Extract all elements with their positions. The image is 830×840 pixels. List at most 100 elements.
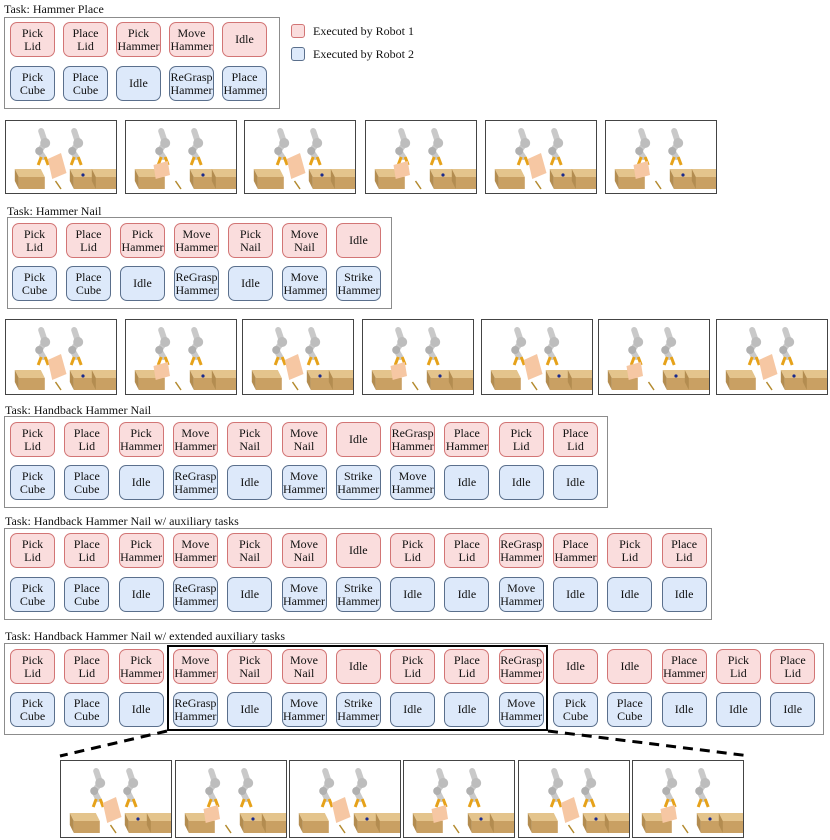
robot1-task-cell: Move Nail [281, 422, 327, 457]
robot2-task-cell: Strike Hammer [335, 692, 381, 727]
robot1-task-cell: Move Nail [281, 533, 327, 568]
robot1-task-cell: Idle [553, 649, 598, 684]
robot1-task-cell: Move Hammer [174, 223, 219, 258]
robot-scene-image [289, 760, 401, 838]
robot1-task-cell: Place Lid [64, 422, 110, 457]
robot1-task-cell: Place Hammer [444, 422, 490, 457]
robot2-task-cell: Place Cube [63, 66, 108, 101]
robot-scene-image [125, 319, 237, 395]
robot2-task-cell: Pick Cube [553, 692, 598, 727]
robot2-task-cell: Place Cube [607, 692, 653, 727]
robot1-task-cell: Pick Lid [10, 22, 55, 57]
robot1-task-cell: Pick Lid [10, 649, 55, 684]
section-title-handback: Task: Handback Hammer Nail [5, 403, 152, 417]
robot2-task-cell: Place Hammer [222, 66, 267, 101]
robot1-task-cell: ReGrasp Hammer [498, 533, 544, 568]
robot1-task-cell: Place Lid [553, 422, 598, 457]
robot2-task-cell: Place Cube [64, 692, 110, 727]
robot1-task-cell: Idle [335, 533, 381, 568]
legend-label-robot1: Executed by Robot 1 [313, 24, 414, 38]
robot1-task-cell: Pick Nail [227, 533, 273, 568]
robot1-task-cell: Pick Hammer [116, 22, 161, 57]
robot2-task-cell: Place Cube [64, 577, 110, 612]
robot-scene-image [481, 319, 593, 395]
legend-label-robot2: Executed by Robot 2 [313, 47, 414, 61]
robot2-task-cell: Idle [444, 465, 490, 500]
robot-scene-image [175, 760, 287, 838]
robot-scene-image [598, 319, 710, 395]
robot1-task-cell: Place Lid [444, 649, 490, 684]
robot-scene-image [125, 120, 237, 194]
robot1-task-cell: Pick Nail [227, 422, 273, 457]
robot1-task-cell: Pick Lid [715, 649, 761, 684]
robot2-task-cell: Move Hammer [390, 465, 436, 500]
robot1-task-cell: Pick Lid [498, 422, 544, 457]
robot1-task-cell: Place Lid [444, 533, 490, 568]
robot-scene-image [632, 760, 744, 838]
robot1-task-cell: Idle [335, 649, 381, 684]
robot1-task-cell: Pick Lid [390, 533, 436, 568]
robot2-task-cell: Pick Cube [10, 577, 55, 612]
section-title-hammer-nail: Task: Hammer Nail [7, 204, 102, 218]
robot2-task-cell: Idle [118, 465, 164, 500]
robot1-task-cell: Place Hammer [553, 533, 598, 568]
robot2-task-cell: Move Hammer [281, 577, 327, 612]
robot1-task-cell: Move Hammer [172, 533, 218, 568]
robot1-task-cell: Pick Lid [12, 223, 57, 258]
robot2-task-cell: Idle [227, 692, 273, 727]
robot2-task-cell: Idle [118, 577, 164, 612]
robot-scene-image [5, 120, 117, 194]
robot1-task-cell: Idle [222, 22, 267, 57]
robot1-task-cell: Pick Lid [10, 533, 55, 568]
section-title-handback-ext: Task: Handback Hammer Nail w/ extended a… [5, 629, 286, 643]
robot2-task-cell: Idle [770, 692, 816, 727]
robot-scene-image [60, 760, 172, 838]
robot2-task-cell: Idle [227, 577, 273, 612]
robot1-task-cell: Place Hammer [661, 649, 707, 684]
robot1-task-cell: Move Hammer [169, 22, 214, 57]
robot2-task-cell: Pick Cube [12, 266, 57, 301]
section-title-handback-aux: Task: Handback Hammer Nail w/ auxiliary … [5, 514, 239, 528]
robot2-task-cell: ReGrasp Hammer [172, 465, 218, 500]
robot2-task-cell: Idle [661, 692, 707, 727]
legend-swatch-robot2 [291, 47, 305, 61]
robot2-task-cell: Idle [661, 577, 707, 612]
robot1-task-cell: Pick Lid [607, 533, 653, 568]
robot2-task-cell: Idle [553, 465, 598, 500]
robot1-task-cell: Place Lid [63, 22, 108, 57]
robot-scene-image [518, 760, 630, 838]
robot2-task-cell: Pick Cube [10, 465, 55, 500]
robot1-task-cell: Place Lid [64, 533, 110, 568]
robot2-task-cell: Idle [390, 577, 436, 612]
robot-scene-image [403, 760, 515, 838]
robot2-task-cell: ReGrasp Hammer [172, 692, 218, 727]
robot1-task-cell: Pick Hammer [118, 649, 164, 684]
robot2-task-cell: Idle [228, 266, 273, 301]
robot-scene-image [485, 120, 597, 194]
robot-scene-image [716, 319, 828, 395]
robot1-task-cell: Idle [607, 649, 653, 684]
robot2-task-cell: ReGrasp Hammer [169, 66, 214, 101]
robot1-task-cell: Place Lid [66, 223, 111, 258]
robot2-task-cell: ReGrasp Hammer [172, 577, 218, 612]
robot1-task-cell: Move Hammer [172, 422, 218, 457]
robot2-task-cell: Idle [227, 465, 273, 500]
robot2-task-cell: Move Hammer [281, 465, 327, 500]
robot2-task-cell: Strike Hammer [335, 465, 381, 500]
robot1-task-cell: Idle [335, 422, 381, 457]
highlight-box [167, 645, 548, 731]
robot1-task-cell: Move Nail [282, 223, 327, 258]
robot2-task-cell: Move Hammer [498, 577, 544, 612]
robot2-task-cell: Idle [607, 577, 653, 612]
robot1-task-cell: Place Lid [770, 649, 816, 684]
robot-scene-image [362, 319, 474, 395]
robot1-task-cell: Place Lid [661, 533, 707, 568]
robot2-task-cell: Move Hammer [498, 692, 544, 727]
robot2-task-cell: Place Cube [66, 266, 111, 301]
robot2-task-cell: Move Hammer [281, 692, 327, 727]
robot2-task-cell: Idle [120, 266, 165, 301]
robot2-task-cell: Place Cube [64, 465, 110, 500]
robot1-task-cell: Pick Hammer [118, 422, 164, 457]
legend-swatch-robot1 [291, 24, 305, 38]
